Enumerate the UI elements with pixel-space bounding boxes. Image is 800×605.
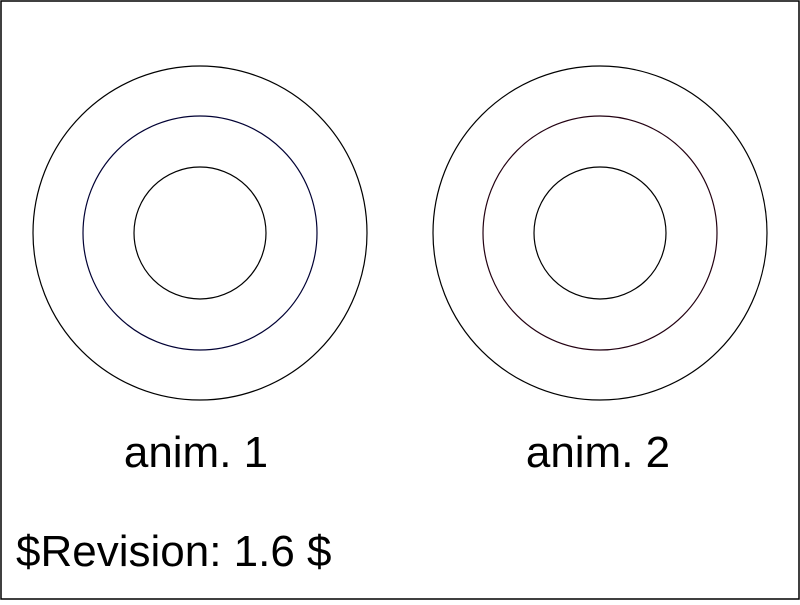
revision-text: $Revision: 1.6 $ <box>16 527 332 576</box>
anim-1-outer-circle <box>32 65 368 401</box>
anim-1-middle-circle <box>82 115 318 351</box>
anim-2-outer-circle <box>432 65 768 401</box>
anim-2-inner-circle <box>533 166 667 300</box>
anim-1-inner-circle <box>133 166 267 300</box>
anim-2-group: anim. 2 <box>432 65 768 477</box>
anim-2-label: anim. 2 <box>526 428 670 477</box>
anim-1-label: anim. 1 <box>124 428 268 477</box>
anim-2-middle-circle <box>482 115 718 351</box>
anim-1-group: anim. 1 <box>32 65 368 477</box>
